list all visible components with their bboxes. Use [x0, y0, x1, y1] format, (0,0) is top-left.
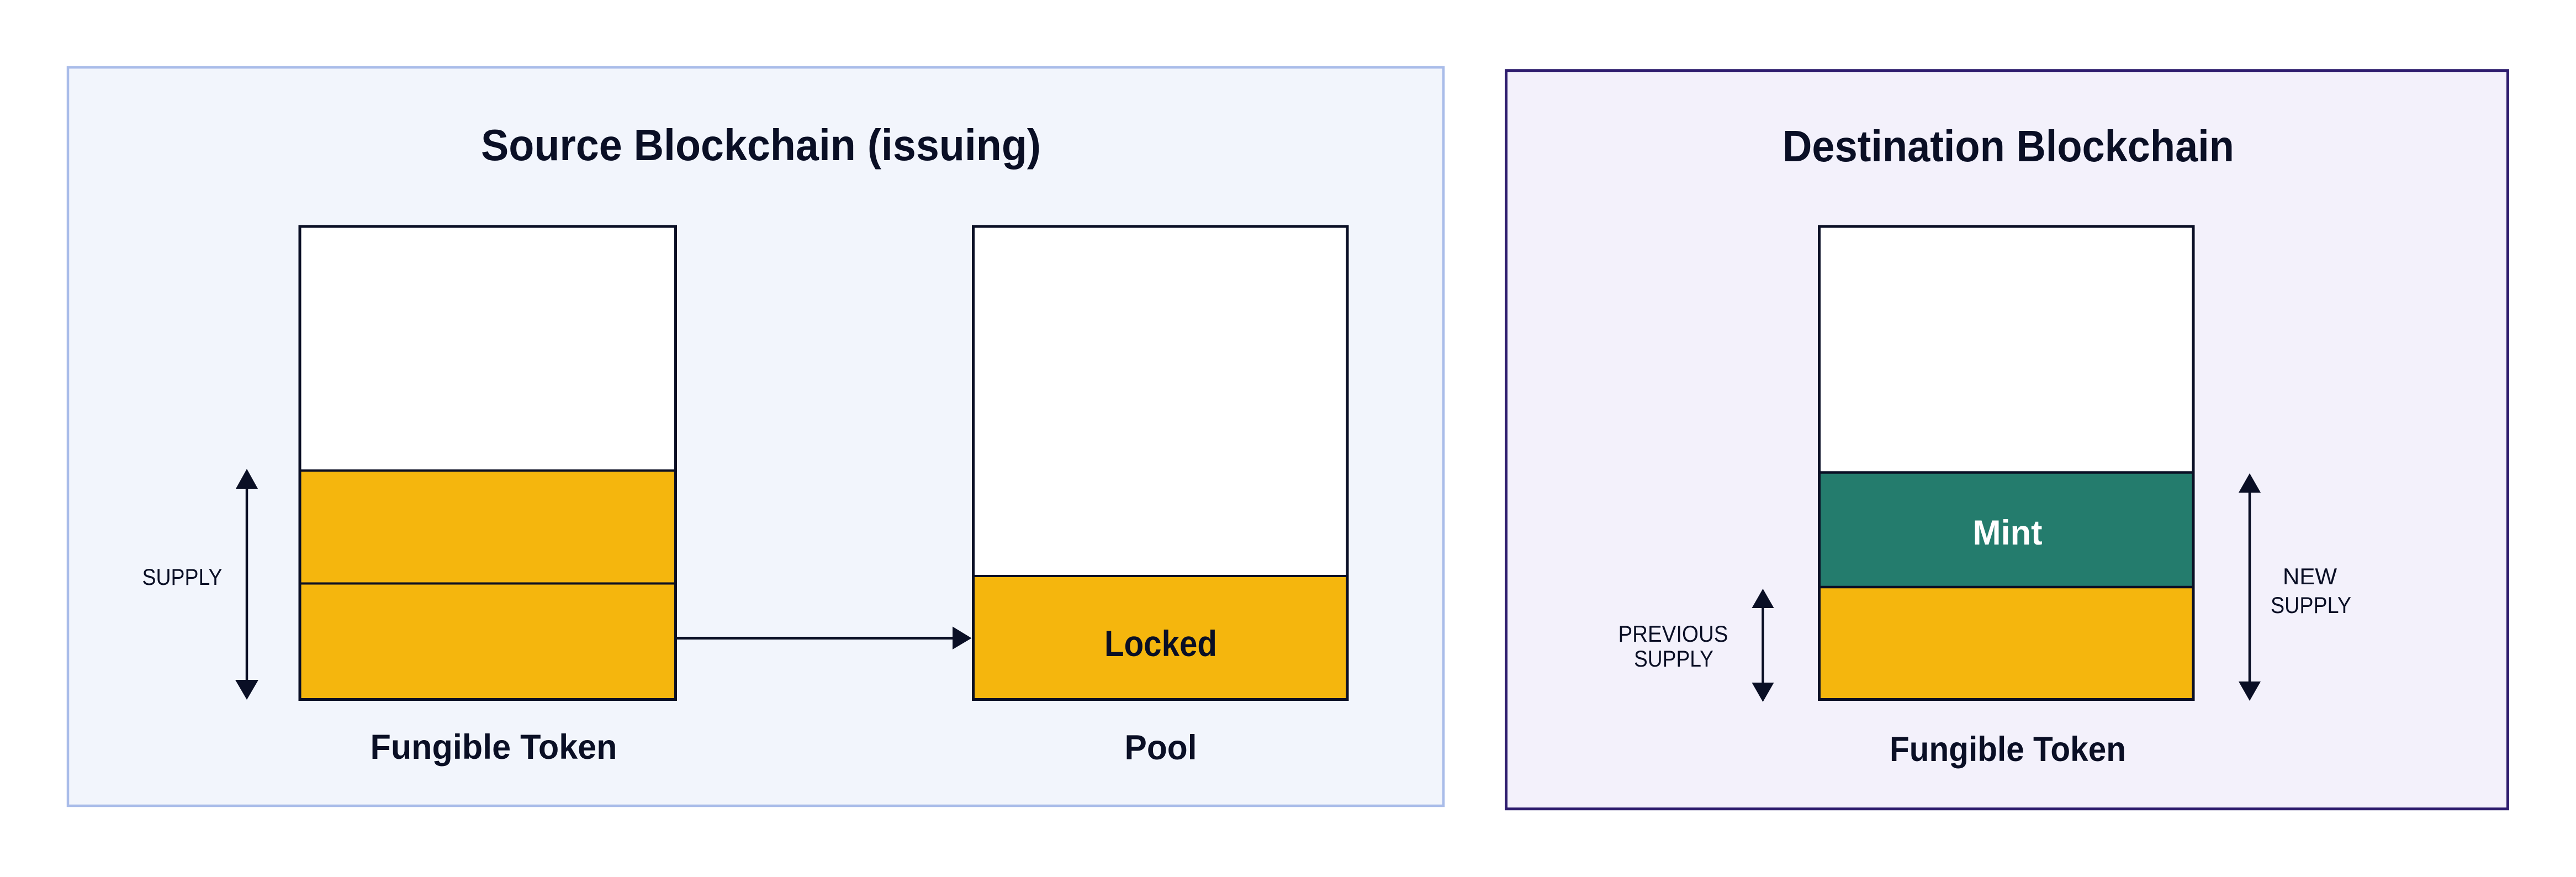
svg-text:Source Blockchain (issuing): Source Blockchain (issuing) [481, 120, 1041, 170]
svg-text:SUPPLY: SUPPLY [2271, 592, 2351, 618]
svg-text:Mint: Mint [1973, 514, 2043, 552]
svg-text:Pool: Pool [1125, 728, 1197, 767]
svg-text:SUPPLY: SUPPLY [1634, 646, 1713, 672]
svg-text:Fungible Token: Fungible Token [371, 728, 617, 767]
svg-text:SUPPLY: SUPPLY [142, 564, 223, 590]
svg-text:Fungible Token: Fungible Token [1890, 730, 2126, 769]
svg-text:Destination Blockchain: Destination Blockchain [1782, 121, 2234, 171]
svg-text:PREVIOUS: PREVIOUS [1618, 621, 1728, 647]
svg-text:Locked: Locked [1104, 623, 1217, 664]
svg-text:NEW: NEW [2283, 563, 2337, 589]
